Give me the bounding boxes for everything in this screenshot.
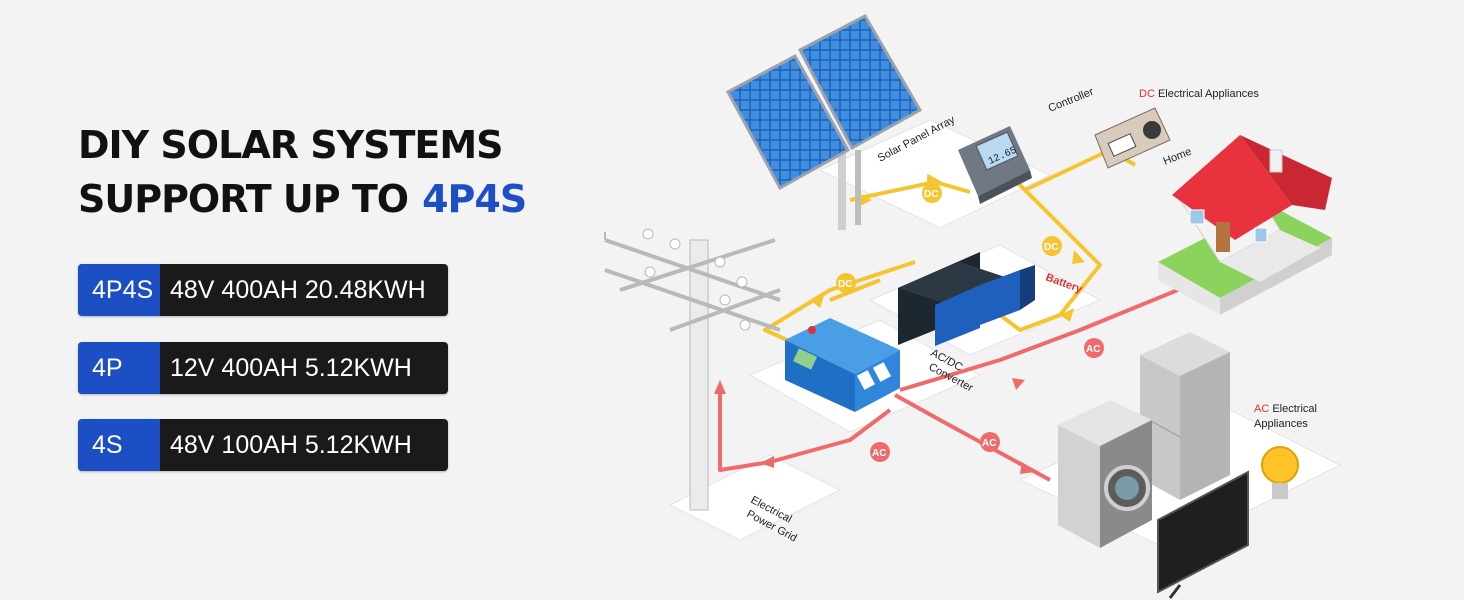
- house-icon: [1158, 135, 1332, 315]
- dc-arrows: [810, 194, 1085, 322]
- solar-panel-array: [725, 14, 923, 230]
- utility-pole-icon: [604, 228, 781, 511]
- ac-appliances-label-1: AC Electrical: [1254, 403, 1317, 415]
- dc-badge: DC: [836, 273, 856, 293]
- spec-tag: 4P: [78, 342, 160, 394]
- spec-value: 48V 400AH 20.48KWH: [170, 276, 426, 304]
- controller-label: Controller: [1047, 86, 1096, 115]
- dc-prefix: DC: [1139, 88, 1155, 100]
- dc-badge: DC: [922, 183, 942, 203]
- ac-appliances-label-2: Appliances: [1254, 418, 1308, 430]
- spec-tag: 4S: [78, 419, 160, 471]
- spec-row-4p: 4P 12V 400AH 5.12KWH: [78, 342, 448, 394]
- solar-system-diagram: Solar Panel Array 12.65 Controller DC El…: [604, 14, 1342, 599]
- spec-value: 12V 400AH 5.12KWH: [170, 354, 412, 382]
- charge-controller: 12.65: [958, 126, 1032, 204]
- battery-bank-icon: [898, 252, 1035, 346]
- spec-row-4s: 4S 48V 100AH 5.12KWH: [78, 419, 448, 471]
- headline-line-1: DIY SOLAR SYSTEMS: [78, 123, 504, 167]
- svg-text:AC: AC: [1086, 344, 1100, 355]
- dc-badge: DC: [1042, 236, 1062, 256]
- radio-icon: [1094, 107, 1171, 169]
- ac-prefix: AC: [1254, 403, 1269, 415]
- lightbulb-icon: [1261, 446, 1299, 499]
- spec-row-4p4s: 4P4S 48V 400AH 20.48KWH: [78, 264, 448, 316]
- headline: DIY SOLAR SYSTEMS SUPPORT UP TO 4P4S: [78, 118, 527, 226]
- spec-value: 48V 100AH 5.12KWH: [170, 431, 412, 459]
- inverter-icon: [785, 318, 900, 412]
- dc-appliances-label: DC Electrical Appliances: [1139, 88, 1259, 100]
- svg-text:DC: DC: [924, 189, 938, 200]
- home-label: Home: [1162, 146, 1194, 168]
- dc-appliances-text: Electrical Appliances: [1158, 88, 1259, 100]
- spec-tag: 4P4S: [78, 264, 160, 316]
- headline-accent: 4P4S: [422, 177, 527, 221]
- ac-appliances-text: Electrical: [1272, 403, 1317, 415]
- television-icon: [1157, 470, 1249, 599]
- headline-line-2: SUPPORT UP TO 4P4S: [78, 172, 527, 226]
- ac-badge: AC: [1084, 338, 1104, 358]
- svg-text:DC: DC: [1044, 242, 1058, 253]
- ac-arrows: [714, 378, 1035, 474]
- svg-text:AC: AC: [982, 438, 996, 449]
- washing-machine-icon: [1058, 400, 1152, 548]
- ac-badge: AC: [980, 432, 1000, 452]
- ac-badge: AC: [870, 442, 890, 462]
- svg-text:AC: AC: [872, 448, 886, 459]
- refrigerator-icon: [1139, 332, 1230, 500]
- headline-line-2-text: SUPPORT UP TO: [78, 177, 409, 221]
- svg-text:DC: DC: [838, 279, 852, 290]
